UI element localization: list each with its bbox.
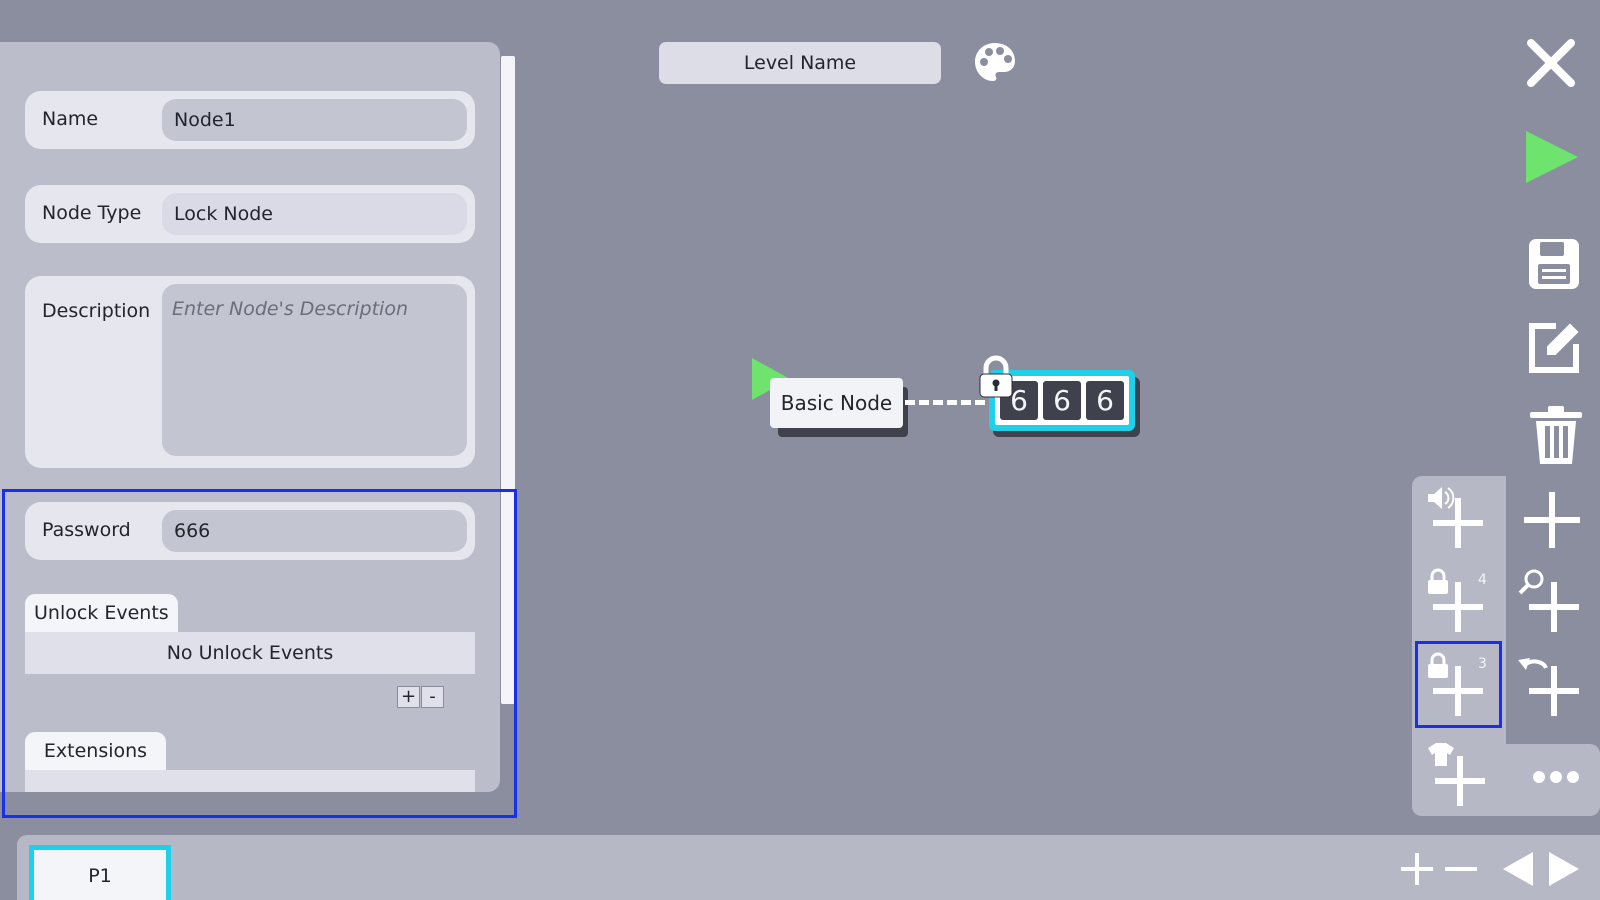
trash-icon [1530, 406, 1582, 464]
node-type-dropdown[interactable]: Lock Node [162, 193, 467, 235]
more-button[interactable] [1532, 768, 1580, 786]
page-bar [17, 835, 1600, 900]
basic-node[interactable]: Basic Node [770, 378, 903, 428]
previous-page-button[interactable] [1503, 852, 1533, 886]
delete-button[interactable] [1528, 406, 1584, 466]
add-return-node-button[interactable] [1518, 652, 1584, 718]
add-unlock-event-button[interactable]: + [397, 686, 420, 708]
undo-icon [1518, 658, 1579, 716]
name-row: Name [25, 91, 475, 149]
play-button[interactable] [1526, 131, 1578, 183]
next-page-button[interactable] [1549, 852, 1579, 886]
lock-icon [1428, 568, 1483, 632]
add-node-button[interactable] [1522, 490, 1582, 550]
edit-icon [1529, 320, 1582, 373]
add-page-button[interactable] [1400, 852, 1434, 886]
magnifier-icon [1518, 569, 1579, 632]
add-lock-node-3-button[interactable]: 3 [1426, 652, 1490, 718]
unlock-events-tab[interactable]: Unlock Events [25, 594, 178, 632]
lock-icon [1428, 652, 1483, 716]
name-input[interactable] [162, 99, 467, 141]
palette-icon[interactable] [972, 40, 1018, 86]
save-icon [1529, 239, 1579, 289]
arrow-left-icon [1503, 852, 1533, 886]
save-button[interactable] [1526, 236, 1582, 292]
remove-unlock-event-button[interactable]: - [421, 686, 444, 708]
add-sound-node-button[interactable] [1426, 486, 1490, 550]
inspector-scrollbar[interactable] [501, 56, 515, 704]
unlock-events-list: No Unlock Events [25, 632, 475, 674]
extensions-list: No Child Node [25, 770, 475, 792]
inspector-panel: Name Node Type Lock Node Description Pas… [0, 42, 500, 792]
add-search-node-button[interactable] [1518, 568, 1584, 634]
remove-page-button[interactable] [1444, 852, 1478, 886]
description-row: Description [25, 276, 475, 468]
node-type-label: Node Type [42, 202, 142, 224]
lock-node[interactable]: 6 6 6 [989, 370, 1135, 431]
name-label: Name [42, 108, 99, 130]
add-lock-node-4-button[interactable]: 4 [1426, 568, 1490, 634]
shirt-icon [1428, 743, 1485, 806]
selected-tool-highlight [1415, 641, 1502, 728]
lock-digit-count-badge: 3 [1478, 656, 1487, 672]
close-icon [1527, 39, 1575, 87]
level-name-field[interactable]: Level Name [659, 42, 941, 84]
lock-icon [979, 355, 1013, 398]
extensions-tab[interactable]: Extensions [25, 732, 166, 770]
description-label: Description [42, 300, 151, 322]
page-tab-p1[interactable]: P1 [29, 845, 171, 900]
minus-icon [1445, 867, 1477, 871]
add-costume-node-button[interactable] [1426, 742, 1490, 808]
node-type-row: Node Type Lock Node [25, 185, 475, 243]
lock-digit: 6 [1086, 381, 1124, 420]
edit-button[interactable] [1526, 318, 1584, 376]
more-icon [1533, 771, 1579, 783]
sound-icon [1428, 487, 1483, 548]
node-connector [905, 400, 985, 405]
close-button[interactable] [1526, 38, 1576, 88]
description-input[interactable] [162, 284, 467, 456]
arrow-right-icon [1549, 852, 1579, 886]
lock-digit: 6 [1043, 381, 1081, 420]
plus-icon [1524, 492, 1580, 548]
lock-digit-count-badge: 4 [1478, 572, 1487, 588]
password-label: Password [42, 519, 131, 541]
plus-icon [1401, 853, 1433, 885]
password-input[interactable] [162, 510, 467, 552]
play-icon [1526, 131, 1578, 183]
password-row: Password [25, 502, 475, 560]
